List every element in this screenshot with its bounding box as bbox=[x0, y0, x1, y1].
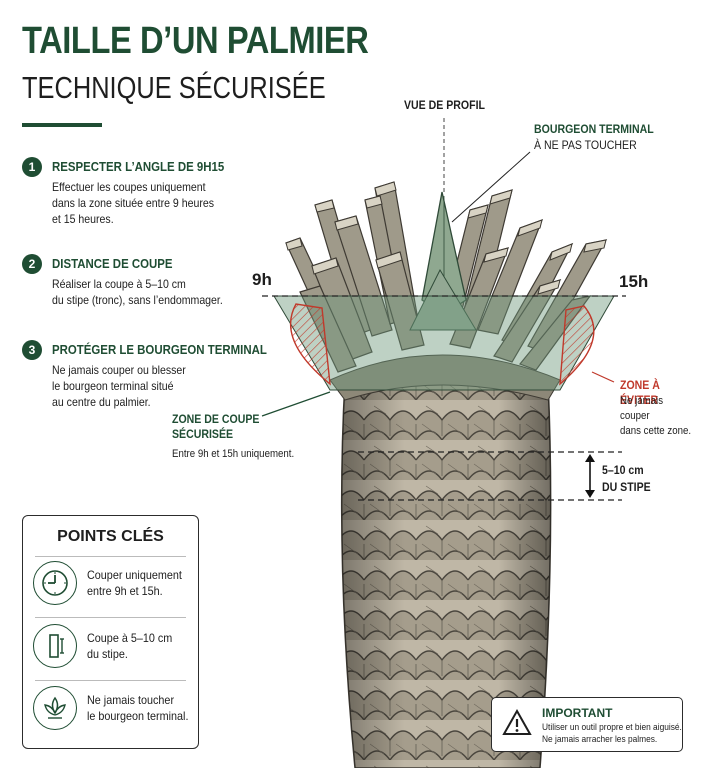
safe-zone-pointer-line bbox=[261, 391, 331, 417]
important-title: IMPORTANT bbox=[542, 706, 613, 720]
important-text: Utiliser un outil propre et bien aiguisé… bbox=[542, 722, 682, 745]
step-number: 3 bbox=[22, 340, 42, 360]
avoid-zone-right bbox=[559, 305, 595, 386]
terminal-bud bbox=[409, 191, 477, 331]
step-title: DISTANCE DE COUPE bbox=[52, 256, 173, 271]
stub-cut-faces bbox=[285, 181, 607, 295]
hour-9-label: 9h bbox=[252, 270, 272, 289]
divider bbox=[35, 680, 186, 681]
clock-icon bbox=[33, 561, 77, 605]
step-title: PROTÉGER LE BOURGEON TERMINAL bbox=[52, 342, 267, 357]
warning-icon bbox=[502, 708, 532, 743]
key-points-title: POINTS CLÉS bbox=[57, 528, 164, 545]
key-point-item: Coupe à 5–10 cm du stipe. bbox=[31, 622, 196, 674]
step-text: Ne jamais couper ou blesser le bourgeon … bbox=[52, 363, 186, 409]
avoid-zone-left bbox=[289, 303, 331, 386]
key-points-box: POINTS CLÉS Couper uniquement entre 9h e… bbox=[22, 515, 199, 749]
safe-zone-note: Entre 9h et 15h uniquement. bbox=[172, 448, 295, 460]
step-text: Réaliser la coupe à 5–10 cm du stipe (tr… bbox=[52, 277, 223, 307]
divider bbox=[35, 556, 186, 557]
trunk-icon bbox=[33, 624, 77, 668]
title-underline bbox=[22, 123, 102, 127]
distance-arrow bbox=[585, 454, 595, 498]
avoid-zone-pointer-line bbox=[591, 371, 615, 383]
hour-15-label: 15h bbox=[619, 272, 649, 291]
important-notice: IMPORTANT Utiliser un outil propre et bi… bbox=[491, 697, 683, 752]
avoid-zone-title: ZONE À ÉVITER bbox=[620, 378, 660, 407]
safe-zone-title: ZONE DE COUPE SÉCURISÉE bbox=[172, 412, 260, 441]
terminal-bud-title: BOURGEON TERMINAL bbox=[534, 122, 654, 136]
avoid-zone-note: Ne jamais couper dans cette zone. bbox=[620, 395, 692, 437]
key-point-text: Ne jamais toucher le bourgeon terminal. bbox=[87, 693, 189, 723]
key-point-text: Coupe à 5–10 cm du stipe. bbox=[87, 631, 173, 661]
palm-trunk bbox=[340, 379, 552, 768]
divider bbox=[35, 617, 186, 618]
key-point-item: Ne jamais toucher le bourgeon terminal. bbox=[31, 684, 196, 736]
cut-distance-label: 5–10 cm DU STIPE bbox=[602, 463, 651, 494]
step-number: 2 bbox=[22, 254, 42, 274]
step-title: RESPECTER L’ANGLE DE 9H15 bbox=[52, 159, 225, 174]
bud-pointer-line bbox=[451, 151, 531, 223]
key-point-text: Couper uniquement entre 9h et 15h. bbox=[87, 568, 182, 598]
bud-icon bbox=[33, 686, 77, 730]
profile-view-label: VUE DE PROFIL bbox=[404, 98, 485, 112]
step-text: Effectuer les coupes uniquement dans la … bbox=[52, 180, 215, 226]
page-title: TAILLE D’UN PALMIER bbox=[22, 20, 369, 62]
page-subtitle: TECHNIQUE SÉCURISÉE bbox=[22, 70, 326, 105]
key-point-item: Couper uniquement entre 9h et 15h. bbox=[31, 559, 196, 611]
terminal-bud-note: À NE PAS TOUCHER bbox=[534, 138, 637, 152]
step-number: 1 bbox=[22, 157, 42, 177]
